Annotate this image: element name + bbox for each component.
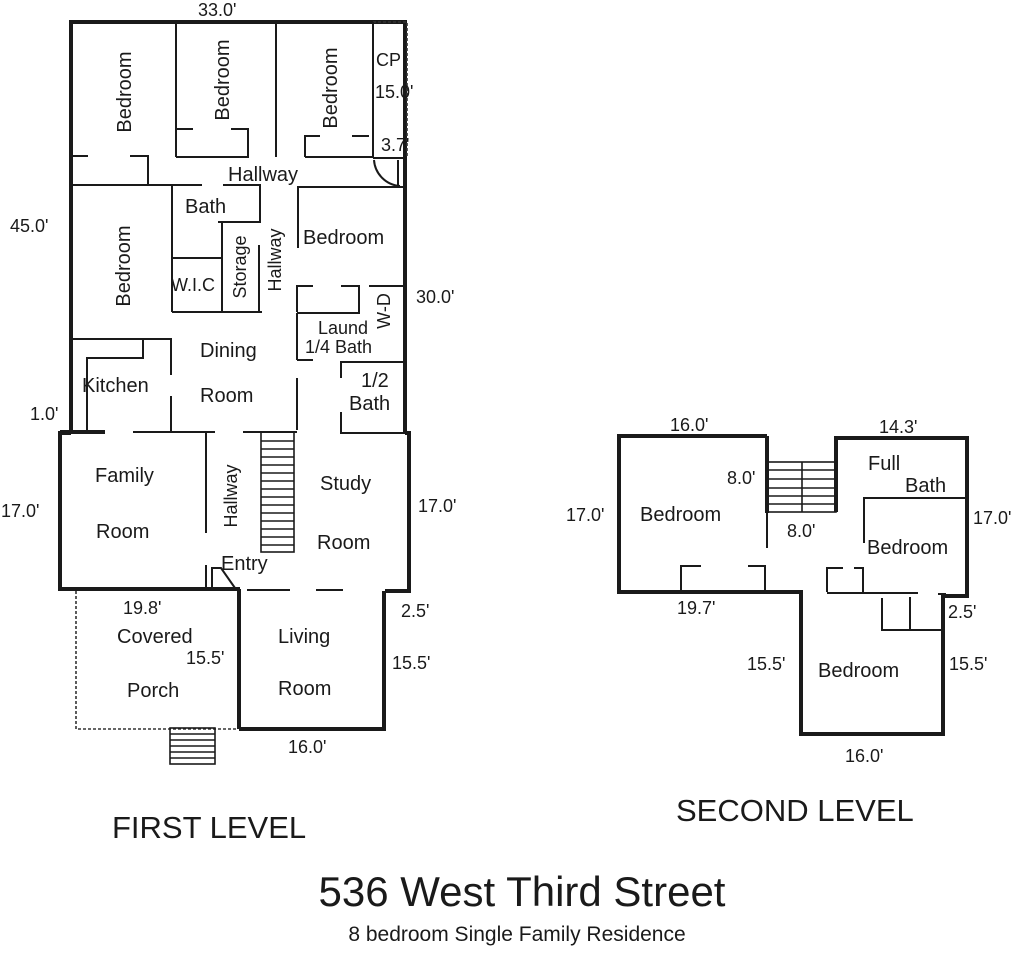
label-laundry: Laund <box>318 318 368 338</box>
dim-living-width: 16.0' <box>288 737 326 757</box>
label-dining: Dining <box>200 340 257 362</box>
label-covered: Covered <box>117 626 193 648</box>
label-full: Full <box>868 453 900 475</box>
label-bedroom-4: Bedroom <box>113 225 135 306</box>
second-level-plan: Bedroom Full Bath Bedroom Bedroom 16.0' … <box>566 415 1011 766</box>
second-level-heading: SECOND LEVEL <box>676 793 914 828</box>
label-living: Living <box>278 626 330 648</box>
dim-top-right-width: 14.3' <box>879 417 917 437</box>
living-outer-wall <box>239 591 386 731</box>
label-kitchen: Kitchen <box>82 375 149 397</box>
dim-bottom-right-depth: 15.5' <box>949 654 987 674</box>
label-bedroom-3: Bedroom <box>320 47 342 128</box>
dim-left-depth-2: 17.0' <box>566 505 604 525</box>
closet-wall <box>176 128 249 158</box>
closet-wall <box>748 565 766 592</box>
label-study: Study <box>320 473 371 495</box>
closet-wall <box>304 135 320 157</box>
dim-bottom-left-width: 19.7' <box>677 598 715 618</box>
dim-porch-width: 19.8' <box>123 598 161 618</box>
label-hallway-low: Hallway <box>221 464 241 527</box>
label-bedroom-5: Bedroom <box>303 227 384 249</box>
dim-living-depth: 15.5' <box>392 653 430 673</box>
bath-wall <box>218 184 261 223</box>
label-half-bath: 1/2 <box>361 370 389 392</box>
family-outer-wall <box>58 431 240 591</box>
label-family-room: Room <box>96 521 149 543</box>
dim-family-depth: 17.0' <box>1 501 39 521</box>
label-storage: Storage <box>230 235 250 298</box>
dim-porch-depth: 15.5' <box>186 648 224 668</box>
closet-wall <box>680 565 701 592</box>
dim-stair-height: 8.0' <box>727 468 755 488</box>
closet-wall <box>881 598 945 631</box>
label-study-room: Room <box>317 532 370 554</box>
door-swing <box>373 159 401 187</box>
half-bath-wall <box>340 361 405 378</box>
closet-wall <box>854 567 864 593</box>
dim-top-left-width: 16.0' <box>670 415 708 435</box>
label-half-bath-2: Bath <box>349 393 390 415</box>
label-dining-room: Room <box>200 385 253 407</box>
label-wd: W-D <box>374 293 394 329</box>
dim-offset: 1.0' <box>30 404 58 424</box>
label-family: Family <box>95 465 154 487</box>
label-hallway-mid: Hallway <box>265 228 285 291</box>
bath-bedroom-wall <box>863 497 965 543</box>
label-bath: Bath <box>905 475 946 497</box>
stairs-icon <box>260 431 295 553</box>
bedroom1-wall <box>130 155 149 184</box>
label-porch: Porch <box>127 680 179 702</box>
dim-bottom-width: 16.0' <box>845 746 883 766</box>
property-address-title: 536 West Third Street <box>318 868 726 915</box>
label-quarter-bath: 1/4 Bath <box>305 337 372 357</box>
porch-steps-icon <box>169 727 216 765</box>
label-wic: W.I.C <box>171 275 215 295</box>
first-level-heading: FIRST LEVEL <box>112 810 307 845</box>
laundry-wall <box>297 285 360 314</box>
dim-top-width: 33.0' <box>198 0 236 20</box>
property-subtitle: 8 bedroom Single Family Residence <box>348 923 686 946</box>
dim-study-depth: 17.0' <box>418 496 456 516</box>
cp-outline <box>373 21 408 158</box>
dim-stair-width: 8.0' <box>787 521 815 541</box>
dim-living-offset: 2.5' <box>401 601 429 621</box>
label-bedroom-left: Bedroom <box>640 504 721 526</box>
label-living-room: Room <box>278 678 331 700</box>
closet-wall <box>826 567 843 592</box>
dim-offset-2: 2.5' <box>948 602 976 622</box>
laundry-wall <box>296 285 313 312</box>
porch-outline <box>75 591 238 730</box>
kitchen-wall <box>71 338 144 432</box>
label-cp: CP <box>376 50 401 70</box>
kitchen-wall <box>143 338 172 375</box>
dim-bottom-left-depth: 15.5' <box>747 654 785 674</box>
label-bedroom-bottom: Bedroom <box>818 660 899 682</box>
label-bedroom-right: Bedroom <box>867 537 948 559</box>
second-outer-wall <box>617 434 969 736</box>
first-level-plan: Bedroom Bedroom Bedroom CP Hallway Bath … <box>1 0 456 765</box>
dim-right-depth: 30.0' <box>416 287 454 307</box>
label-bedroom-2: Bedroom <box>212 39 234 120</box>
dim-right-depth-2: 17.0' <box>973 508 1011 528</box>
half-bath-wall <box>340 412 405 434</box>
label-hallway-top: Hallway <box>228 164 298 186</box>
study-outer-wall <box>385 431 411 593</box>
label-bath: Bath <box>185 196 226 218</box>
dim-cp-length: 15.0' <box>375 82 413 102</box>
stairs-icon <box>766 461 837 513</box>
entry-door <box>211 567 236 589</box>
dim-cp-width: 3.7' <box>381 135 409 155</box>
label-bedroom-1: Bedroom <box>114 51 136 132</box>
label-entry: Entry <box>221 553 268 575</box>
bedroom5-wall <box>297 186 405 248</box>
dim-left-depth: 45.0' <box>10 216 48 236</box>
